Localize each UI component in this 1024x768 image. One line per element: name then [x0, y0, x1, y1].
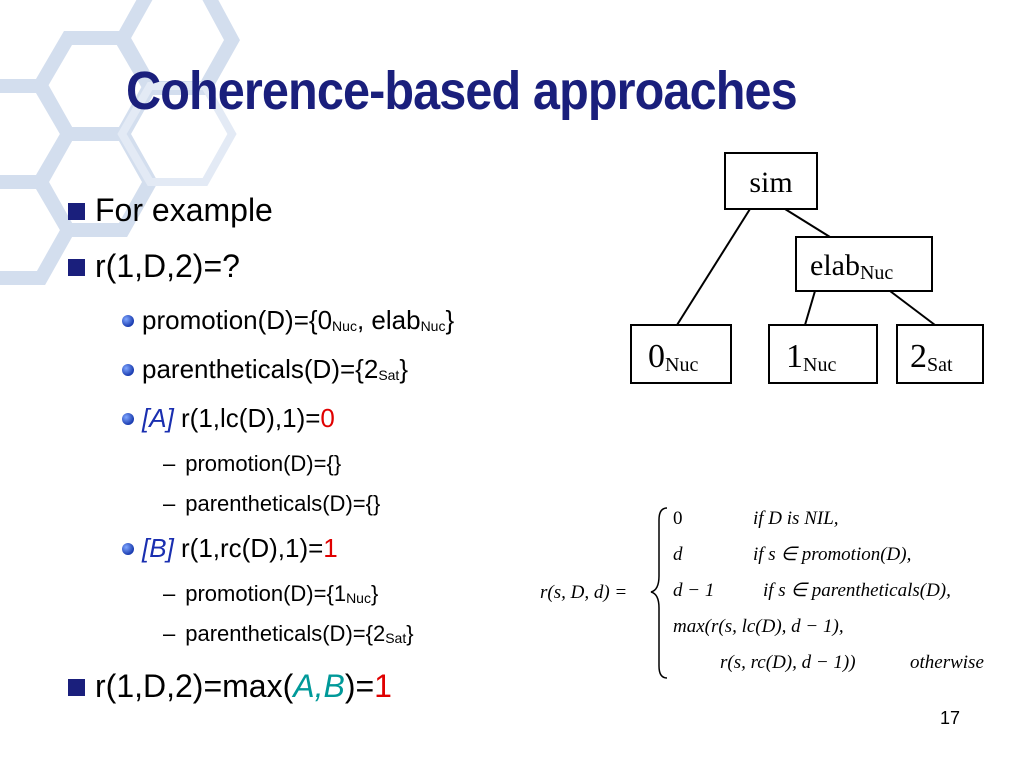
sub-bullet-case-b: [B] r(1,rc(D),1)=1	[122, 533, 338, 564]
round-bullet-icon	[122, 364, 134, 376]
sub-bullet-case-a: [A] r(1,lc(D),1)=0	[122, 403, 335, 434]
square-bullet-icon	[68, 679, 85, 696]
case-a-promotion: –promotion(D)={}	[163, 451, 342, 476]
round-bullet-icon	[122, 543, 134, 555]
case5-condition: otherwise	[910, 652, 984, 673]
node-1-sub: Nuc	[803, 354, 836, 376]
case3-value: d − 1	[673, 580, 714, 601]
case2-value: d	[673, 544, 683, 565]
case1-condition: if D is NIL,	[753, 508, 839, 529]
edge-elab-1	[804, 290, 816, 326]
node-elab-label: elab	[810, 249, 860, 282]
node-sim-label: sim	[749, 166, 792, 199]
svg-text:elabNuc: elabNuc	[810, 249, 893, 284]
case5-value: r(s, rc(D), d − 1))	[720, 652, 856, 673]
case-b-parentheticals: –parentheticals(D)={2Sat}	[163, 621, 414, 646]
background-hexagon-decoration	[0, 0, 240, 285]
bullet-result: r(1,D,2)=max(A,B)=1	[68, 668, 392, 705]
node-2-label: 2	[910, 338, 927, 375]
recursive-formula: r(s, D, d) = 0 if D is NIL, d if s ∈ pro…	[540, 507, 984, 679]
node-0-sub: Nuc	[665, 354, 698, 376]
case1-value: 0	[673, 508, 683, 529]
formula-brace	[650, 507, 668, 679]
square-bullet-icon	[68, 203, 85, 220]
page-number: 17	[940, 708, 961, 728]
bullet-for-example: For example	[68, 192, 273, 229]
slide-title: Coherence-based approaches	[126, 61, 798, 121]
case-a-parentheticals: –parentheticals(D)={}	[163, 491, 381, 516]
node-0-label: 0	[648, 338, 665, 375]
sub-bullet-promotion: promotion(D)={0Nuc, elabNuc}	[122, 305, 454, 336]
node-2-sub: Sat	[927, 354, 953, 376]
case2-condition: if s ∈ promotion(D),	[753, 544, 911, 565]
case4-value: max(r(s, lc(D), d − 1),	[673, 616, 844, 637]
svg-text:1Nuc: 1Nuc	[786, 338, 836, 376]
square-bullet-icon	[68, 259, 85, 276]
round-bullet-icon	[122, 413, 134, 425]
case3-condition: if s ∈ parentheticals(D),	[763, 580, 951, 601]
node-1-label: 1	[786, 338, 803, 375]
round-bullet-icon	[122, 315, 134, 327]
node-1	[768, 324, 878, 384]
edge-sim-elab	[784, 208, 831, 238]
rhetorical-tree-diagram: sim elabNuc 0Nuc 1Nuc 2Sat	[630, 152, 984, 384]
node-elab	[795, 236, 933, 292]
bullet-question: r(1,D,2)=?	[68, 248, 240, 285]
svg-text:0Nuc: 0Nuc	[648, 338, 698, 376]
edge-sim-0	[676, 208, 751, 326]
node-sim	[724, 152, 818, 210]
node-2	[896, 324, 984, 384]
case-b-promotion: –promotion(D)={1Nuc}	[163, 581, 379, 606]
formula-lhs: r(s, D, d) =	[540, 582, 627, 603]
sub-bullet-parentheticals: parentheticals(D)={2Sat}	[122, 354, 408, 385]
edge-elab-2	[889, 290, 936, 326]
svg-text:2Sat: 2Sat	[910, 338, 953, 376]
node-elab-sub: Nuc	[860, 262, 893, 284]
node-0	[630, 324, 732, 384]
